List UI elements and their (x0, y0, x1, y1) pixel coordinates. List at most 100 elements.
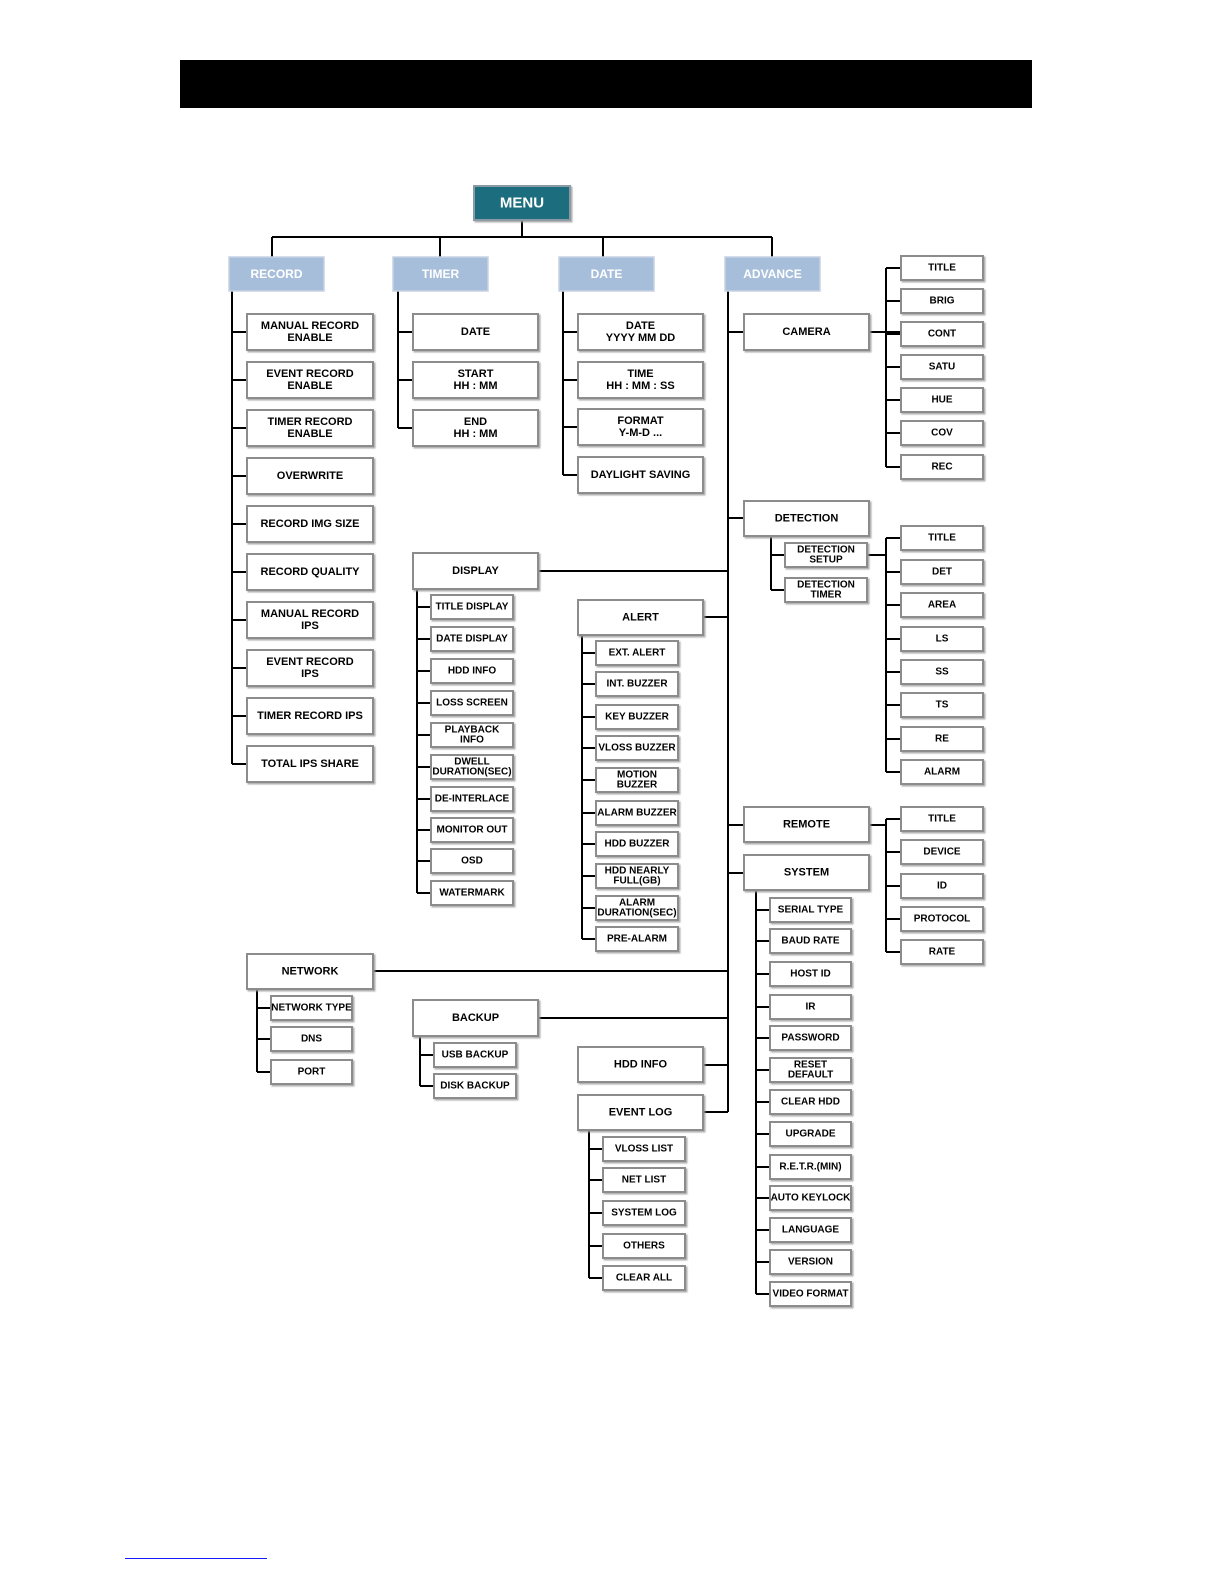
advance-item-remote[interactable]: REMOTE (743, 806, 870, 843)
system-item-auto-keylock[interactable]: AUTO KEYLOCK (769, 1185, 852, 1211)
event-log-item-system-log[interactable]: SYSTEM LOG (602, 1200, 686, 1226)
record-item-overwrite[interactable]: OVERWRITE (246, 457, 374, 495)
network-item-port[interactable]: PORT (270, 1059, 353, 1085)
system-item-upgrade[interactable]: UPGRADE (769, 1121, 852, 1147)
date-item-format-y-m-d[interactable]: FORMATY-M-D ... (577, 408, 704, 446)
system-item-version[interactable]: VERSION (769, 1249, 852, 1275)
record-item-record-img-size[interactable]: RECORD IMG SIZE (246, 505, 374, 543)
category-record[interactable]: RECORD (228, 256, 325, 292)
alert-item-hdd-buzzer[interactable]: HDD BUZZER (595, 831, 679, 857)
alert-item-ext-alert[interactable]: EXT. ALERT (595, 640, 679, 666)
camera-item-hue[interactable]: HUE (900, 387, 984, 413)
category-advance[interactable]: ADVANCE (724, 256, 821, 292)
camera-item-brig[interactable]: BRIG (900, 288, 984, 314)
display-item-title-display[interactable]: TITLE DISPLAY (430, 594, 514, 620)
timer-item-date[interactable]: DATE (412, 313, 539, 351)
system-item-host-id[interactable]: HOST ID (769, 961, 852, 987)
remote-item-rate[interactable]: RATE (900, 939, 984, 965)
node-label: OSD (461, 856, 483, 867)
category-timer[interactable]: TIMER (392, 256, 489, 292)
system-item-password[interactable]: PASSWORD (769, 1025, 852, 1051)
remote-item-title[interactable]: TITLE (900, 806, 984, 832)
advance-item-event-log[interactable]: EVENT LOG (577, 1094, 704, 1131)
advance-item-hdd-info[interactable]: HDD INFO (577, 1046, 704, 1083)
event-log-item-clear-all[interactable]: CLEAR ALL (602, 1265, 686, 1291)
advance-item-display[interactable]: DISPLAY (412, 552, 539, 590)
network-item-network-type[interactable]: NETWORK TYPE (270, 995, 353, 1021)
alert-item-key-buzzer[interactable]: KEY BUZZER (595, 704, 679, 730)
advance-item-detection[interactable]: DETECTION (743, 500, 870, 537)
camera-item-rec[interactable]: REC (900, 454, 984, 480)
record-item-timer-record-ips[interactable]: TIMER RECORD IPS (246, 697, 374, 735)
advance-item-backup[interactable]: BACKUP (412, 999, 539, 1037)
category-date[interactable]: DATE (558, 256, 655, 292)
camera-item-satu[interactable]: SATU (900, 354, 984, 380)
record-item-record-quality[interactable]: RECORD QUALITY (246, 553, 374, 591)
node-label: IPS (301, 668, 319, 680)
detection-item-title[interactable]: TITLE (900, 525, 984, 551)
system-item-r-e-t-r-min[interactable]: R.E.T.R.(MIN) (769, 1154, 852, 1180)
alert-item-vloss-buzzer[interactable]: VLOSS BUZZER (595, 735, 679, 761)
display-item-watermark[interactable]: WATERMARK (430, 880, 514, 906)
display-item-osd[interactable]: OSD (430, 848, 514, 874)
detection-item-alarm[interactable]: ALARM (900, 759, 984, 785)
camera-item-cov[interactable]: COV (900, 420, 984, 446)
remote-item-id[interactable]: ID (900, 873, 984, 899)
system-item-baud-rate[interactable]: BAUD RATE (769, 928, 852, 954)
system-item-clear-hdd[interactable]: CLEAR HDD (769, 1089, 852, 1115)
backup-item-usb-backup[interactable]: USB BACKUP (433, 1042, 517, 1068)
display-item-loss-screen[interactable]: LOSS SCREEN (430, 690, 514, 716)
system-item-ir[interactable]: IR (769, 994, 852, 1020)
advance-item-alert[interactable]: ALERT (577, 599, 704, 636)
advance-item-system[interactable]: SYSTEM (743, 854, 870, 891)
camera-item-title[interactable]: TITLE (900, 255, 984, 281)
detection-item-ts[interactable]: TS (900, 692, 984, 718)
display-item-date-display[interactable]: DATE DISPLAY (430, 626, 514, 652)
detection-item-det[interactable]: DET (900, 559, 984, 585)
root-menu[interactable]: MENU (473, 185, 571, 221)
event-log-item-vloss-list[interactable]: VLOSS LIST (602, 1136, 686, 1162)
date-item-daylight-saving[interactable]: DAYLIGHT SAVING (577, 456, 704, 494)
display-item-hdd-info[interactable]: HDD INFO (430, 658, 514, 684)
advance-item-camera[interactable]: CAMERA (743, 313, 870, 351)
backup-item-disk-backup[interactable]: DISK BACKUP (433, 1073, 517, 1099)
camera-item-cont[interactable]: CONT (900, 321, 984, 347)
detection-item-ls[interactable]: LS (900, 626, 984, 652)
record-item-total-ips-share[interactable]: TOTAL IPS SHARE (246, 745, 374, 783)
remote-item-device[interactable]: DEVICE (900, 839, 984, 865)
display-item-monitor-out[interactable]: MONITOR OUT (430, 817, 514, 843)
system-item-serial-type[interactable]: SERIAL TYPE (769, 897, 852, 923)
system-item-language[interactable]: LANGUAGE (769, 1217, 852, 1243)
detection-item-ss[interactable]: SS (900, 659, 984, 685)
display-item-de-interlace[interactable]: DE-INTERLACE (430, 786, 514, 812)
alert-item-pre-alarm[interactable]: PRE-ALARM (595, 926, 679, 952)
alert-item-int-buzzer[interactable]: INT. BUZZER (595, 671, 679, 697)
remote-item-protocol[interactable]: PROTOCOL (900, 906, 984, 932)
alert-item-alarm-buzzer[interactable]: ALARM BUZZER (595, 800, 679, 826)
detection-item-area[interactable]: AREA (900, 592, 984, 618)
advance-item-network[interactable]: NETWORK (246, 953, 374, 990)
detection-item-re[interactable]: RE (900, 726, 984, 752)
node-label: FULL(GB) (613, 876, 660, 887)
network-item-dns[interactable]: DNS (270, 1026, 353, 1052)
event-log-item-others[interactable]: OTHERS (602, 1233, 686, 1259)
event-log-item-net-list[interactable]: NET LIST (602, 1167, 686, 1193)
system-item-video-format[interactable]: VIDEO FORMAT (769, 1281, 852, 1307)
